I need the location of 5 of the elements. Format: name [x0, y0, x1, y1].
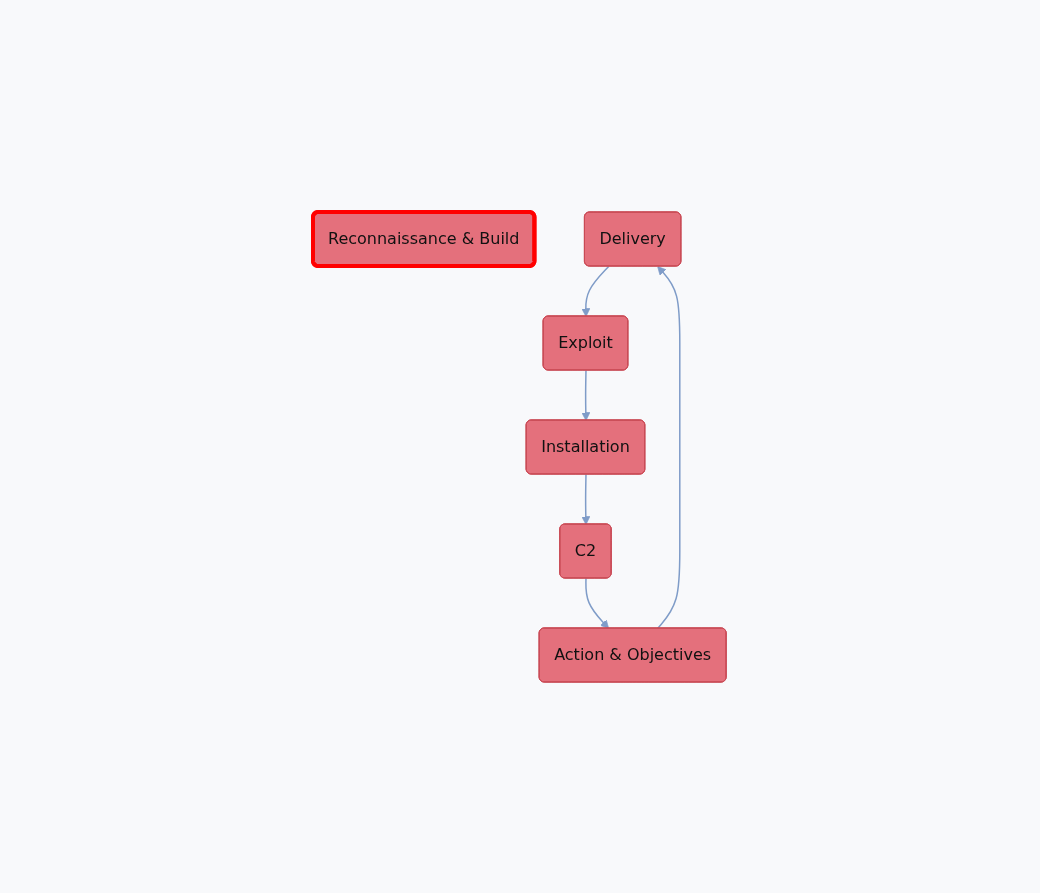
- arrow: [581, 369, 591, 421]
- arrow: [581, 473, 591, 525]
- arrow: [585, 577, 610, 629]
- arrow: [581, 265, 610, 317]
- arrow: [657, 265, 681, 629]
